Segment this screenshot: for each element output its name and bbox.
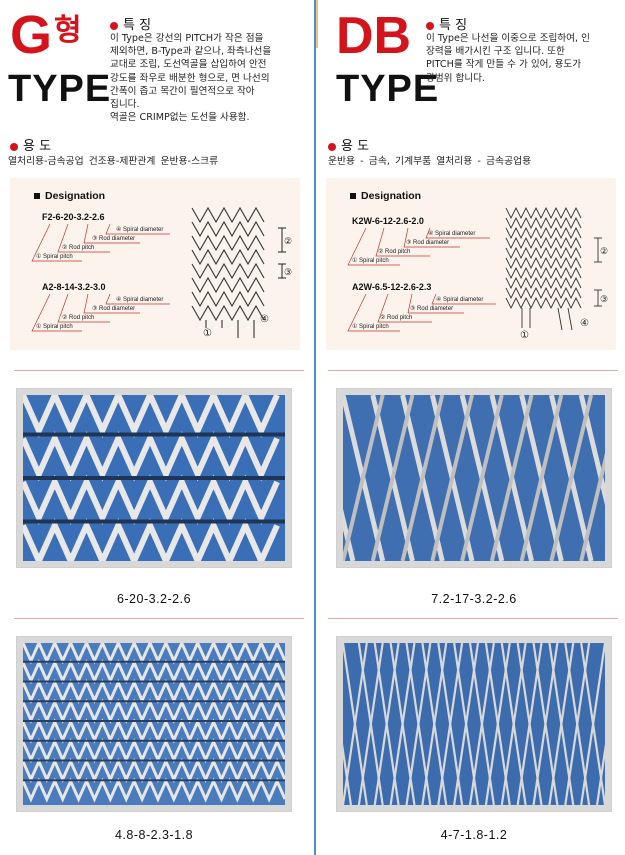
bullet-icon <box>328 142 336 151</box>
bullet-icon <box>10 142 18 151</box>
label-spiral-diameter: ④ Spiral diameter <box>116 297 164 303</box>
marker-3: ③ <box>600 294 609 304</box>
marker-4: ④ <box>580 318 589 329</box>
label-spiral-diameter: ④ Spiral diameter <box>116 227 164 233</box>
db-type-column: DB TYPE 특 징 이 Type은 나선을 이중으로 조립하여, 인 장력을… <box>310 0 625 855</box>
usage-text: 운반용 - 금속, 기계부품 열처리용 - 금속공업용 <box>328 156 532 167</box>
photo-caption-2: 4.8-8-2.3-1.8 <box>114 828 194 842</box>
designation-code-1: F2-6-20-3.2-2.6 <box>42 212 105 222</box>
feature-heading: 특 징 <box>110 14 151 33</box>
mesh-pattern-small <box>21 639 287 805</box>
label-rod-diameter: ③ Rod diameter <box>406 240 450 246</box>
section-rule <box>14 618 304 619</box>
label-spiral-pitch: ① Spiral pitch <box>352 258 389 264</box>
type-title-word: TYPE <box>8 68 112 110</box>
feature-heading: 특 징 <box>426 14 467 33</box>
photo-caption-2: 4-7-1.8-1.2 <box>440 828 508 842</box>
g-type-column: G 형 TYPE 특 징 이 Type은 강선의 PITCH가 작은 점을 제외… <box>0 0 312 855</box>
photo-caption-1: 7.2-17-3.2-2.6 <box>431 592 517 606</box>
square-icon <box>34 193 40 200</box>
mesh-photo-1 <box>16 387 292 569</box>
label-rod-pitch: ② Rod pitch <box>62 315 95 321</box>
divider-accent <box>314 0 318 48</box>
label-spiral-pitch: ① Spiral pitch <box>352 324 389 330</box>
mesh-photo-1 <box>310 388 624 568</box>
mesh-photo-2 <box>16 636 292 812</box>
feature-text: 이 Type은 강선의 PITCH가 작은 점을 제외하면, B-Type과 같… <box>110 33 272 124</box>
section-rule <box>14 370 304 371</box>
label-rod-pitch: ② Rod pitch <box>380 315 413 321</box>
usage-heading: 용 도 <box>10 135 51 154</box>
marker-4: ④ <box>260 314 269 325</box>
usage-heading: 용 도 <box>328 135 369 154</box>
label-rod-pitch: ② Rod pitch <box>62 245 95 251</box>
marker-1: ① <box>203 328 212 339</box>
label-rod-diameter: ③ Rod diameter <box>92 236 136 242</box>
section-rule <box>328 370 618 371</box>
designation-title: Designation <box>34 190 105 202</box>
usage-text: 열처리용-금속공업 건조용-제판관계 운반용-스크류 <box>8 156 219 167</box>
designation-diagram: Designation F2-6-20-3.2-2.6 ④ Spiral dia… <box>10 178 300 350</box>
label-spiral-pitch: ① Spiral pitch <box>36 254 73 260</box>
designation-code-2: A2W-6.5-12-2.6-2.3 <box>352 282 432 292</box>
feature-text: 이 Type은 나선을 이중으로 조립하여, 인 장력을 배가시킨 구조 입니다… <box>426 33 590 84</box>
designation-title: Designation <box>350 190 421 202</box>
label-rod-diameter: ③ Rod diameter <box>92 306 136 312</box>
mesh-pattern-fine <box>326 642 622 806</box>
type-title-suffix: 형 <box>54 13 82 48</box>
bullet-icon <box>426 21 434 30</box>
section-rule <box>328 618 618 619</box>
label-spiral-diameter: ④ Spiral diameter <box>428 231 476 237</box>
mesh-pattern-double <box>310 394 624 562</box>
label-rod-pitch: ② Rod pitch <box>378 249 411 255</box>
designation-leader-lines <box>347 206 602 332</box>
designation-diagram: Designation K2W-6-12-2.6-2.0 ④ Spiral di… <box>326 178 616 350</box>
designation-code-1: K2W-6-12-2.6-2.0 <box>352 216 424 226</box>
mesh-pattern-large <box>20 387 285 569</box>
type-title-word-1: DB <box>336 7 412 65</box>
type-title-word-2: TYPE <box>336 68 440 110</box>
type-title-letter: G <box>10 5 53 65</box>
mesh-photo-2 <box>326 636 622 812</box>
square-icon <box>350 193 356 200</box>
marker-3: ③ <box>284 267 293 277</box>
label-spiral-diameter: ④ Spiral diameter <box>436 297 484 303</box>
marker-2: ② <box>284 236 293 246</box>
designation-leader-lines <box>31 206 286 338</box>
photo-caption-1: 6-20-3.2-2.6 <box>116 592 192 606</box>
marker-2: ② <box>600 246 609 256</box>
marker-1: ① <box>520 330 529 341</box>
column-divider <box>314 0 316 855</box>
label-spiral-pitch: ① Spiral pitch <box>36 324 73 330</box>
label-rod-diameter: ③ Rod diameter <box>410 306 454 312</box>
designation-code-2: A2-8-14-3.2-3.0 <box>42 282 106 292</box>
bullet-icon <box>110 21 118 30</box>
